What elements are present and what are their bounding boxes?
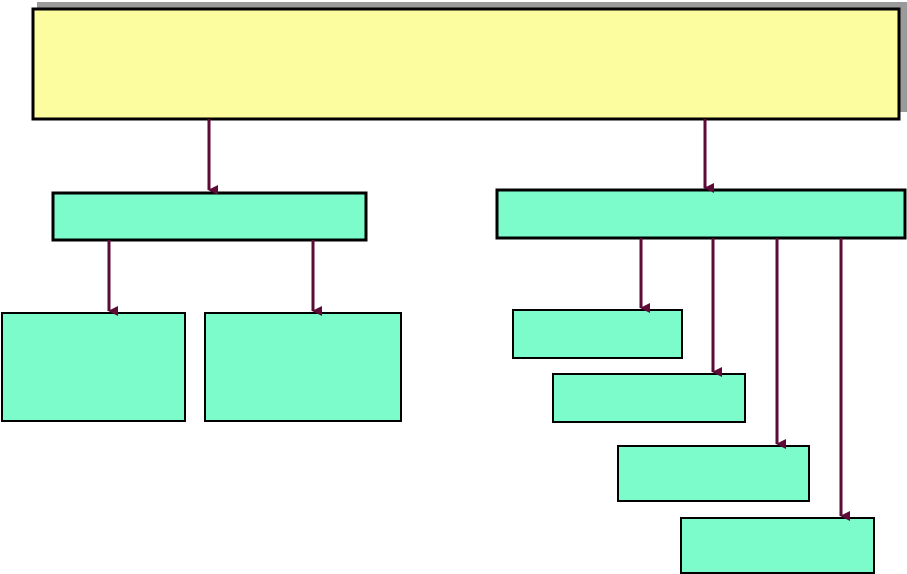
- left-group-box: [51, 191, 368, 242]
- right-child-box-3: [617, 445, 810, 502]
- root-box: [31, 7, 901, 121]
- left-child-box-2: [204, 312, 402, 422]
- left-child-box-1: [1, 312, 186, 422]
- right-child-box-2: [552, 373, 746, 423]
- right-group-box: [495, 188, 907, 240]
- right-child-box-1: [512, 309, 683, 359]
- right-child-box-4: [680, 517, 875, 574]
